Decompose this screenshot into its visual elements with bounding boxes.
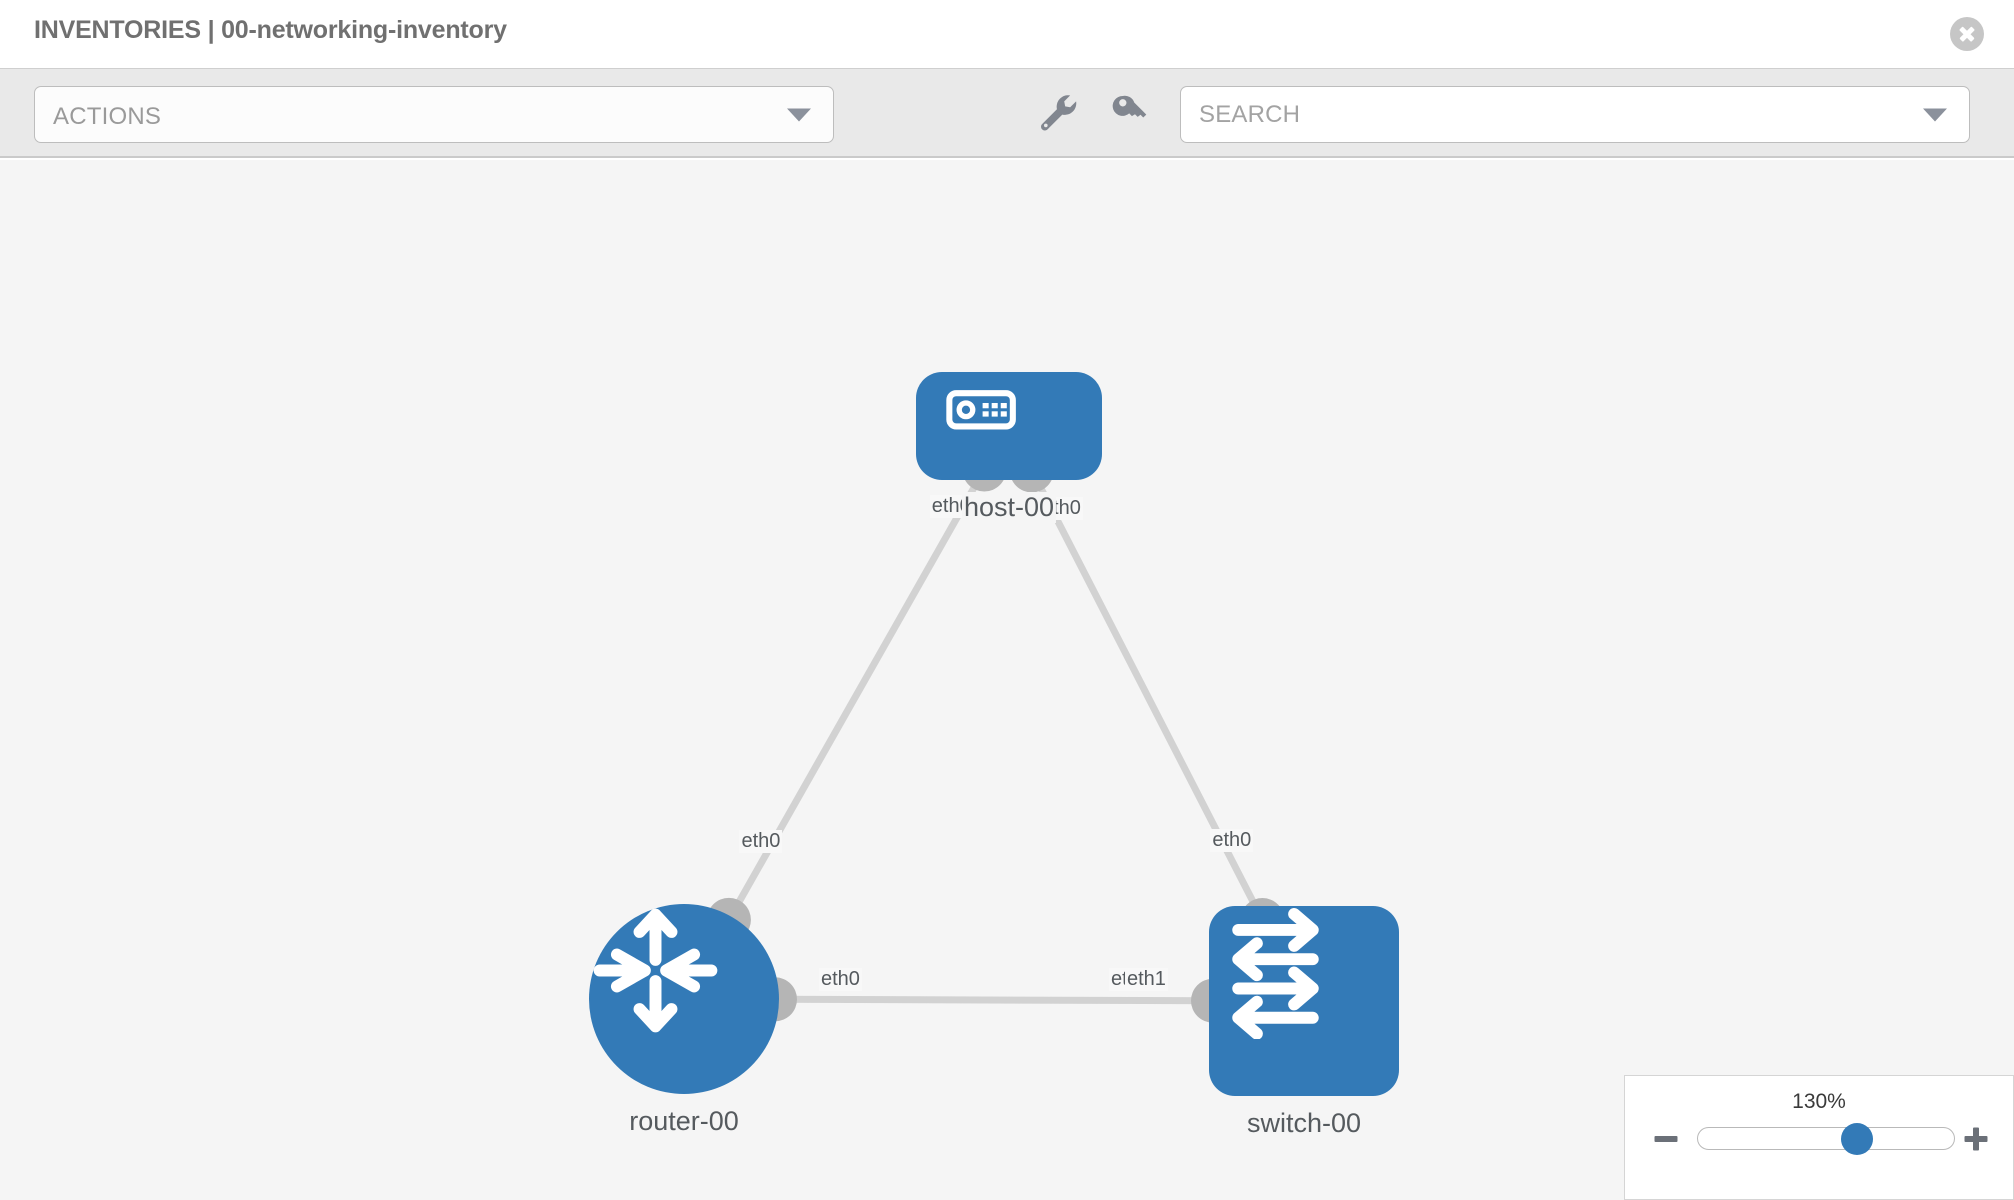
zoom-slider-thumb[interactable] (1840, 1122, 1873, 1155)
page-title: INVENTORIES | 00-networking-inventory (34, 16, 507, 44)
page-header: INVENTORIES | 00-networking-inventory (0, 0, 2014, 68)
search-box[interactable] (1180, 86, 1970, 143)
router-icon (589, 904, 779, 1094)
node-label: host-00 (961, 492, 1057, 523)
zoom-control-panel: 130% (1624, 1075, 2014, 1200)
interface-label: eth0 (1210, 829, 1254, 853)
node-label: switch-00 (1244, 1108, 1364, 1139)
node-label: router-00 (627, 1106, 741, 1137)
topology-edge[interactable] (1028, 468, 1266, 922)
wrench-icon[interactable] (1037, 91, 1083, 137)
topology-node-router-00[interactable]: router-00 (589, 904, 779, 1150)
topology-node-switch-00[interactable]: switch-00 (1209, 906, 1399, 1152)
zoom-out-button[interactable] (1651, 1124, 1681, 1154)
topology-node-host-00[interactable]: host-00 (916, 372, 1102, 536)
topology-edges (706, 447, 1285, 1023)
interface-label: eth1 (1125, 968, 1168, 992)
topology-graph: eth0eth0eth0eth0eth0etheth1host-00router… (0, 160, 2014, 1200)
zoom-slider[interactable] (1697, 1122, 1955, 1155)
chevron-down-icon (787, 108, 811, 121)
chevron-down-icon[interactable] (1923, 108, 1947, 121)
host-icon (916, 372, 1102, 480)
switch-icon (1209, 906, 1399, 1096)
zoom-level-value: 130% (1792, 1090, 1846, 1113)
topology-edge[interactable] (774, 995, 1214, 1005)
zoom-in-button[interactable] (1961, 1124, 1991, 1154)
close-icon[interactable] (1950, 17, 1984, 51)
toolbar: ACTIONS (0, 68, 2014, 158)
topology-canvas[interactable]: eth0eth0eth0eth0eth0etheth1host-00router… (0, 160, 2014, 1200)
key-icon[interactable] (1107, 91, 1153, 137)
interface-label: eth0 (818, 967, 862, 991)
search-input[interactable] (1199, 87, 1899, 142)
actions-dropdown-label: ACTIONS (53, 103, 162, 130)
interface-label: eth0 (739, 830, 783, 854)
actions-dropdown[interactable]: ACTIONS (34, 86, 834, 143)
